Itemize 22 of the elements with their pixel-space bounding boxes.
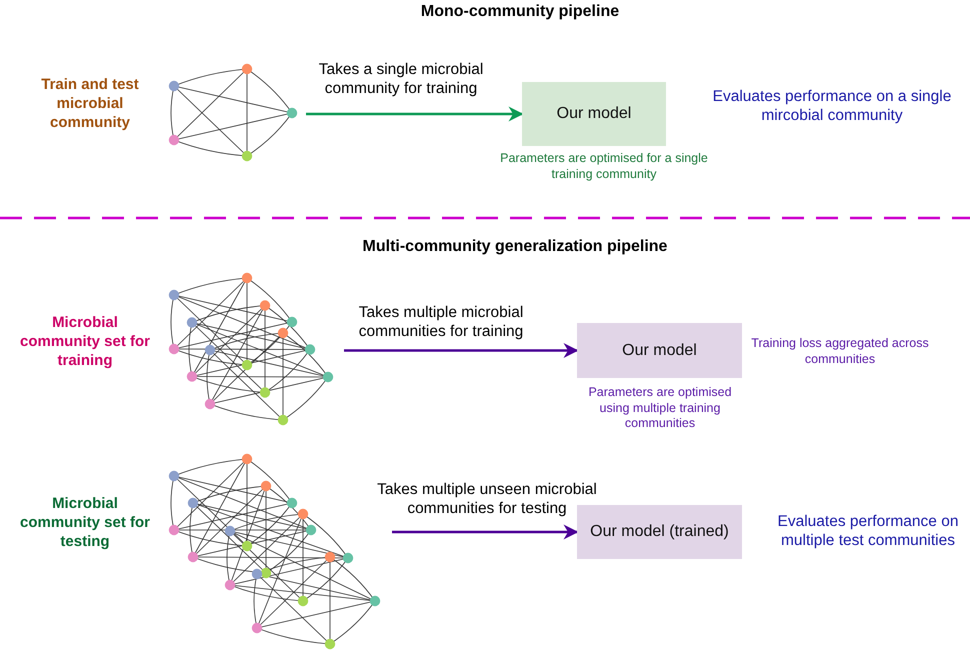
model-box <box>522 82 666 146</box>
arrow <box>306 106 524 122</box>
edge-label: Takes a single microbial community for training <box>318 60 484 99</box>
arrow <box>344 343 578 358</box>
box-label: Our model <box>622 342 697 360</box>
note-text: Training loss aggregated across communities <box>750 336 930 368</box>
arrow <box>392 524 578 540</box>
note-text: Evaluates performance on a single mircobial community <box>712 87 952 126</box>
box-label: Our model <box>556 105 632 123</box>
node-caption: Train and test microbial community <box>40 76 140 132</box>
section-heading: Mono-community pipeline <box>420 2 620 22</box>
node-caption: Microbial community set for training <box>18 314 152 370</box>
model-box <box>577 505 742 559</box>
node-caption: Parameters are optimised using multiple training communities <box>587 385 733 432</box>
edge-label: Takes multiple unseen microbial communities for testing <box>376 480 598 519</box>
box-label: Our model (trained) <box>590 523 729 541</box>
node-caption: Microbial community set for testing <box>18 495 152 552</box>
section-heading: Multi-community generalization pipeline <box>362 237 668 257</box>
model-box <box>577 323 742 378</box>
edge-label: Takes multiple microbial communities for training <box>358 303 524 342</box>
note-text: Evaluates performance on multiple test communities <box>776 512 960 551</box>
node-caption: Parameters are optimised for a single training community <box>499 151 709 182</box>
